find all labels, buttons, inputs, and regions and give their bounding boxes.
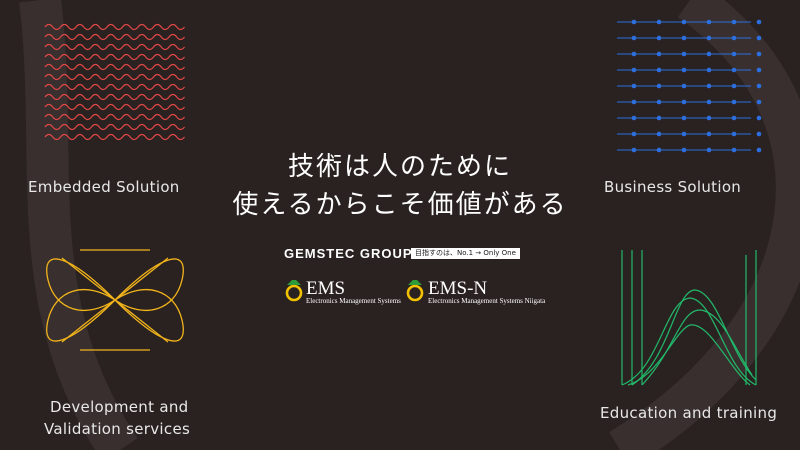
business-solution-label: Business Solution [604,178,742,196]
group-tagline: 目指すのは、No.1 → Only One [411,248,520,259]
grid-dot [706,19,712,25]
grid-dot [731,19,737,25]
grid-dot [731,67,737,73]
grid-dot [656,131,662,137]
background-swoosh [19,0,800,450]
grid-dot [656,67,662,73]
grid-dot [681,83,687,89]
grid-dot [631,19,637,25]
grid-dot [731,83,737,89]
grid-dot [731,35,737,41]
ems-n-logo-name: EMS-N [428,278,488,299]
dot-grid-icon [617,19,762,153]
grid-dot [756,147,762,153]
grid-dot [756,67,762,73]
grid-dot [756,19,762,25]
grid-dot [731,147,737,153]
grid-dot [681,19,687,25]
grid-dot [681,115,687,121]
grid-dot [656,115,662,121]
ems-n-logo-mark [406,280,424,302]
wave-line [44,103,185,111]
grid-dot [681,99,687,105]
grid-dot [631,51,637,57]
wave-lines-icon [44,23,185,141]
grid-dot [706,51,712,57]
wave-line [44,43,185,51]
ems-n-logo-subtitle: Electronics Management Systems Niigata [428,297,546,305]
wave-line [44,83,185,91]
grid-dot [706,115,712,121]
grid-dot [631,83,637,89]
grid-dot [631,147,637,153]
development-label-line2: Validation services [44,420,191,438]
education-training-label: Education and training [600,404,778,422]
grid-dot [756,99,762,105]
ems-logo-name: EMS [306,278,346,299]
grid-dot [631,67,637,73]
wave-line [44,33,185,41]
grid-dot [756,35,762,41]
wave-line [44,123,185,131]
grid-dot [756,83,762,89]
grid-dot [731,51,737,57]
grid-dot [681,51,687,57]
grid-dot [681,35,687,41]
group-title: GEMSTEC GROUP [284,246,413,261]
wave-line [44,113,185,121]
grid-dot [756,115,762,121]
grid-dot [656,19,662,25]
grid-dot [631,99,637,105]
grid-dot [706,83,712,89]
grid-dot [706,35,712,41]
grid-dot [656,83,662,89]
wave-line [44,73,185,81]
wave-line [44,53,185,61]
grid-dot [706,147,712,153]
grid-dot [731,131,737,137]
grid-dot [681,67,687,73]
wave-line [44,23,185,31]
wave-line [44,93,185,101]
headline-line1: 技術は人のために [287,152,512,182]
grid-dot [756,51,762,57]
grid-dot [631,131,637,137]
grid-dot [656,99,662,105]
wave-line [44,133,185,141]
grid-dot [656,51,662,57]
grid-dot [731,115,737,121]
embedded-solution-label: Embedded Solution [28,178,180,196]
grid-dot [731,99,737,105]
wave-line [44,63,185,71]
grid-dot [656,35,662,41]
rising-curves-icon [621,250,757,386]
ems-logo-mark [285,280,303,302]
grid-dot [706,99,712,105]
interlaced-loops-icon [46,249,184,351]
grid-dot [706,131,712,137]
grid-dot [706,67,712,73]
grid-dot [631,35,637,41]
headline-line2: 使えるからこそ価値がある [232,190,568,220]
ems-logo-subtitle: Electronics Management Systems [306,297,401,305]
grid-dot [631,115,637,121]
grid-dot [756,131,762,137]
grid-dot [681,131,687,137]
grid-dot [656,147,662,153]
grid-dot [681,147,687,153]
development-label-line1: Development and [50,398,189,416]
